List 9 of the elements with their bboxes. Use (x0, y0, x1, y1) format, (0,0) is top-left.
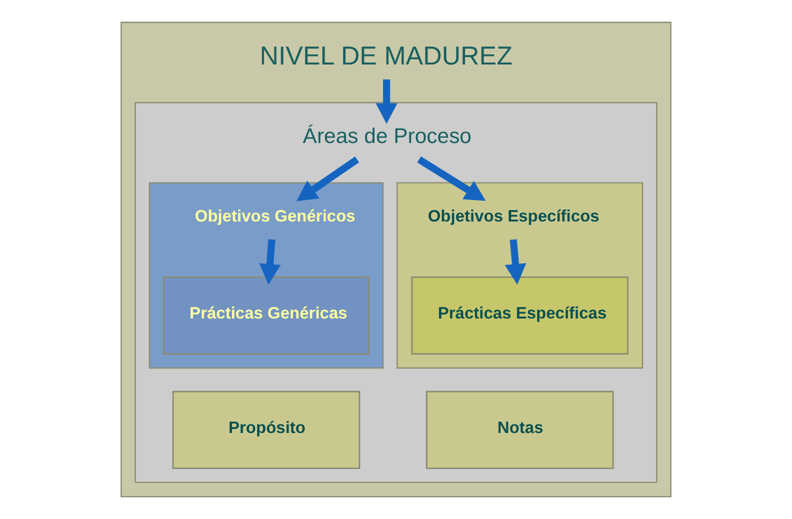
arrow (296, 156, 360, 202)
node-box: Propósito (172, 390, 360, 469)
node-box: Prácticas Específicas (411, 276, 628, 355)
arrow (504, 239, 526, 285)
arrow (376, 79, 398, 124)
arrow (417, 156, 486, 201)
arrow (259, 239, 281, 285)
node-box: Notas (426, 390, 614, 469)
node-box: Prácticas Genéricas (162, 276, 370, 355)
